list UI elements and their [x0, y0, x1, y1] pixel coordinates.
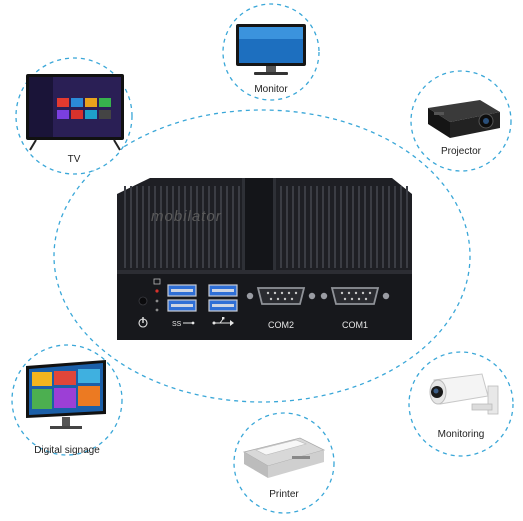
fin: [136, 186, 138, 268]
fin: [394, 186, 396, 268]
fin: [352, 186, 354, 268]
fin: [322, 186, 324, 268]
fin: [334, 186, 336, 268]
mini-pc: mobilator SS: [117, 178, 412, 340]
fin: [166, 186, 168, 268]
printer-icon: [242, 437, 326, 478]
fin: [364, 186, 366, 268]
fin: [358, 186, 360, 268]
power-icon: [138, 317, 148, 328]
fin: [406, 186, 408, 268]
fin: [232, 186, 234, 268]
usb3-ports: SS: [167, 284, 197, 328]
digital-signage-icon: [26, 360, 106, 429]
fin: [388, 186, 390, 268]
tv-icon: [26, 74, 124, 151]
usb-symbol-icon: [212, 317, 234, 326]
projector-icon: [428, 100, 500, 138]
fin: [130, 186, 132, 268]
monitor-icon: [236, 24, 306, 75]
fin: [160, 186, 162, 268]
fin: [316, 186, 318, 268]
fin: [304, 186, 306, 268]
fin: [280, 186, 282, 268]
peripheral-digital-signage: Digital signage: [11, 344, 123, 456]
digital-signage-label: Digital signage: [34, 445, 100, 456]
front-panel: [117, 270, 412, 340]
fin: [298, 186, 300, 268]
heatsink-fins: [117, 178, 412, 272]
brand-logo: mobilator: [151, 208, 222, 225]
peripheral-printer: Printer: [233, 412, 335, 514]
usb3-badge-icon: SS: [172, 321, 195, 328]
printer-label: Printer: [269, 489, 299, 500]
fin: [238, 186, 240, 268]
fin: [124, 186, 126, 268]
fin: [154, 186, 156, 268]
connection-ring: [53, 109, 471, 403]
com2-label: COM2: [268, 320, 294, 330]
fin: [142, 186, 144, 268]
fin: [376, 186, 378, 268]
monitor-label: Monitor: [254, 84, 288, 95]
usb2-ports: [208, 284, 238, 326]
status-leds: [138, 278, 161, 312]
fin: [370, 186, 372, 268]
fin: [328, 186, 330, 268]
fin: [148, 186, 150, 268]
fin: [346, 186, 348, 268]
fin: [184, 186, 186, 268]
projector-label: Projector: [441, 146, 482, 157]
fin: [190, 186, 192, 268]
com1-port: [320, 287, 390, 305]
center-channel: [242, 178, 276, 272]
fin: [172, 186, 174, 268]
peripheral-monitoring: Monitoring: [408, 351, 514, 457]
svg-text:SS: SS: [172, 321, 182, 328]
fin: [382, 186, 384, 268]
fin: [310, 186, 312, 268]
fin: [292, 186, 294, 268]
fin: [196, 186, 198, 268]
peripheral-monitor: Monitor: [222, 3, 320, 101]
fin: [178, 186, 180, 268]
monitoring-circle: [408, 351, 514, 457]
led-red: [155, 289, 159, 293]
camera-icon: [429, 373, 499, 415]
monitoring-label: Monitoring: [438, 429, 485, 440]
fin: [220, 186, 222, 268]
peripheral-tv: TV: [15, 57, 133, 175]
fin: [340, 186, 342, 268]
tv-label: TV: [68, 154, 81, 165]
fin: [202, 186, 204, 268]
fin: [226, 186, 228, 268]
fin: [400, 186, 402, 268]
fin: [214, 186, 216, 268]
com2-port: [246, 287, 316, 305]
com1-label: COM1: [342, 320, 368, 330]
peripheral-projector: Projector: [410, 70, 512, 172]
fin: [208, 186, 210, 268]
fin: [286, 186, 288, 268]
